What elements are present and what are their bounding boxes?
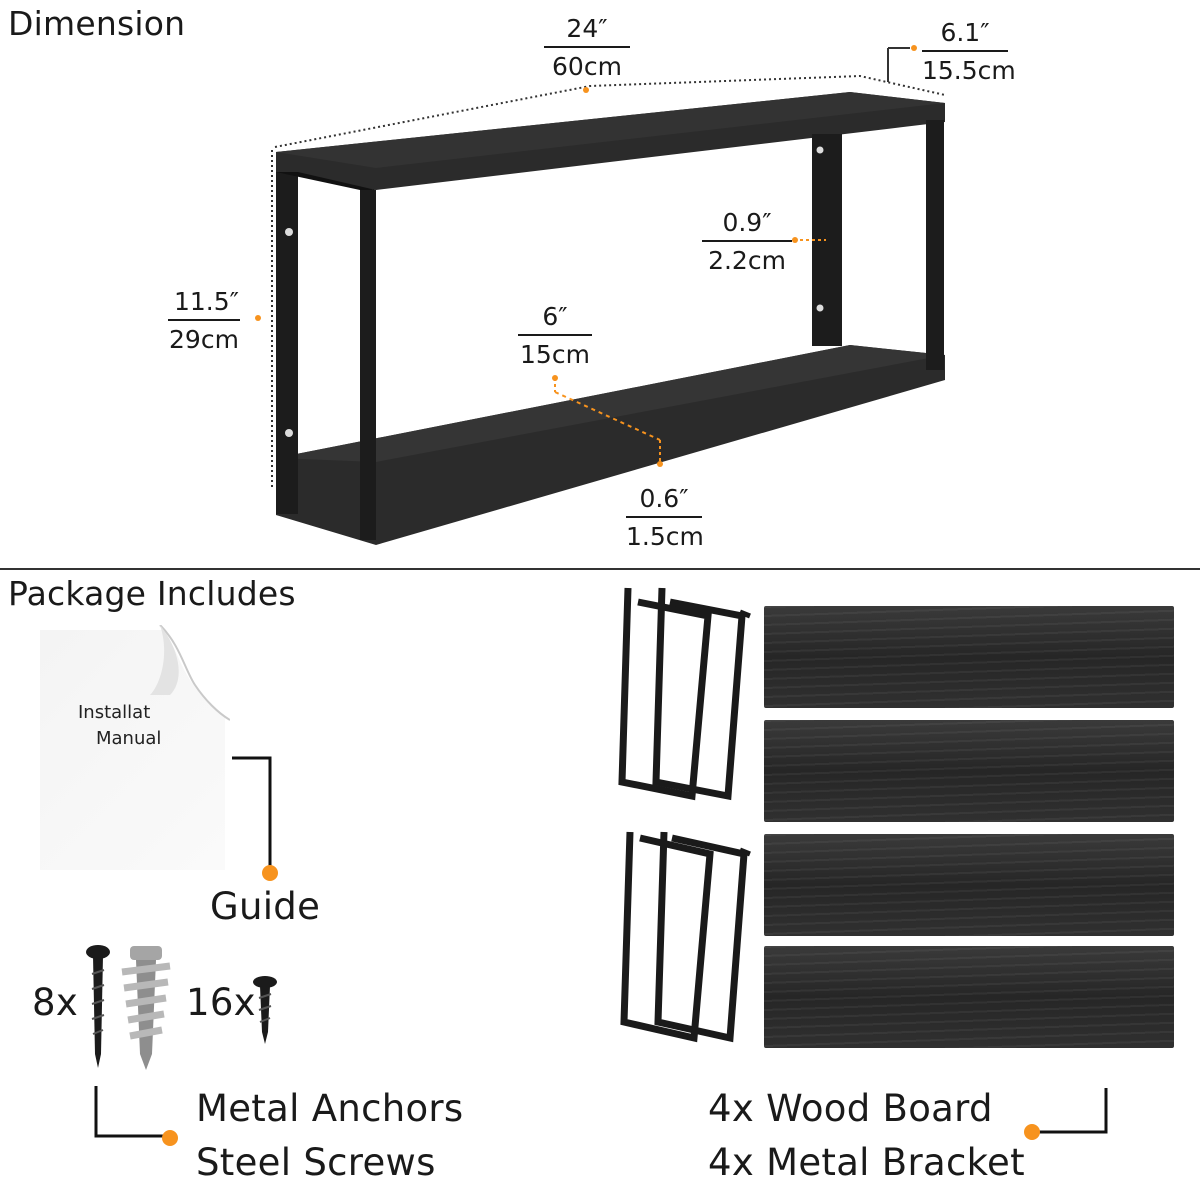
parts-marker xyxy=(1024,1124,1040,1140)
dim-shelf-depth-cm: 15cm xyxy=(520,340,590,369)
dim-width-cm: 60cm xyxy=(552,52,622,81)
guide-marker xyxy=(262,865,278,881)
brackets-image xyxy=(618,587,751,1043)
small-screw-icon xyxy=(253,976,277,1044)
manual-title-line2: Manual xyxy=(96,728,162,749)
shelf-illustration xyxy=(255,45,946,545)
wood-board-2 xyxy=(764,720,1174,822)
anchors-count: 16x xyxy=(186,981,256,1024)
dim-height-cm: 29cm xyxy=(169,325,239,354)
dim-bracket-cm: 2.2cm xyxy=(708,246,786,275)
page-curl-icon xyxy=(150,625,230,721)
parts-line2: 4x Metal Bracket xyxy=(708,1141,1025,1184)
dim-board-thickness: 0.6″ 1.5cm xyxy=(626,484,704,552)
dim-width-inches: 24″ xyxy=(544,14,630,48)
parts-line1: 4x Wood Board xyxy=(708,1087,993,1130)
dim-height: 11.5″ 29cm xyxy=(168,287,240,355)
hardware-marker xyxy=(162,1130,178,1146)
dim-depth-cm: 15.5cm xyxy=(922,56,1016,85)
screws-count: 8x xyxy=(32,981,79,1024)
dim-board-thickness-inches: 0.6″ xyxy=(626,484,702,518)
screw-icon xyxy=(86,945,110,1068)
dim-board-thickness-cm: 1.5cm xyxy=(626,522,704,551)
parts-connector xyxy=(1038,1088,1108,1134)
guide-label: Guide xyxy=(210,885,321,928)
dim-depth: 6.1″ 15.5cm xyxy=(922,18,1016,86)
guide-connector xyxy=(232,756,272,871)
dim-width: 24″ 60cm xyxy=(544,14,630,82)
section-divider xyxy=(0,568,1200,570)
dim-height-inches: 11.5″ xyxy=(168,287,240,321)
dim-shelf-depth: 6″ 15cm xyxy=(518,302,592,370)
manual-title-line1: Installat xyxy=(78,702,151,723)
dim-bracket: 0.9″ 2.2cm xyxy=(702,208,792,276)
dimension-title: Dimension xyxy=(8,4,186,43)
dim-bracket-inches: 0.9″ xyxy=(702,208,792,242)
wood-board-4 xyxy=(764,946,1174,1048)
anchor-icon xyxy=(121,946,171,1070)
hardware-line1: Metal Anchors xyxy=(196,1087,464,1130)
dim-depth-inches: 6.1″ xyxy=(922,18,1008,52)
hardware-connector xyxy=(94,1086,164,1138)
package-title: Package Includes xyxy=(8,574,296,613)
wood-board-3 xyxy=(764,834,1174,936)
dim-shelf-depth-inches: 6″ xyxy=(518,302,592,336)
wood-board-1 xyxy=(764,606,1174,708)
hardware-line2: Steel Screws xyxy=(196,1141,436,1184)
